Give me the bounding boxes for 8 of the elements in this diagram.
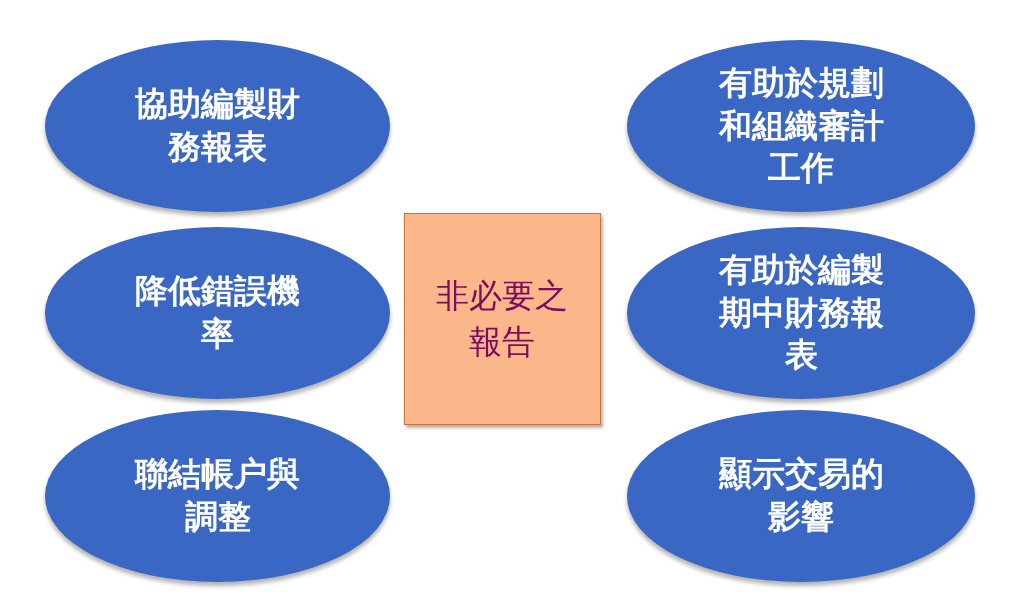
node-text: 顯示交易的影響 — [717, 453, 885, 538]
node-text: 非必要之報告 — [435, 274, 570, 363]
node-text: 協助編製財務報表 — [134, 83, 301, 168]
center-box — [404, 213, 601, 425]
node-text: 降低錯誤機率 — [134, 270, 301, 355]
node-text: 有助於編製期中財務報表 — [717, 248, 885, 377]
node-text: 聯結帳户與調整 — [133, 453, 301, 538]
node-text: 有助於規劃和組織審計工作 — [717, 61, 885, 190]
